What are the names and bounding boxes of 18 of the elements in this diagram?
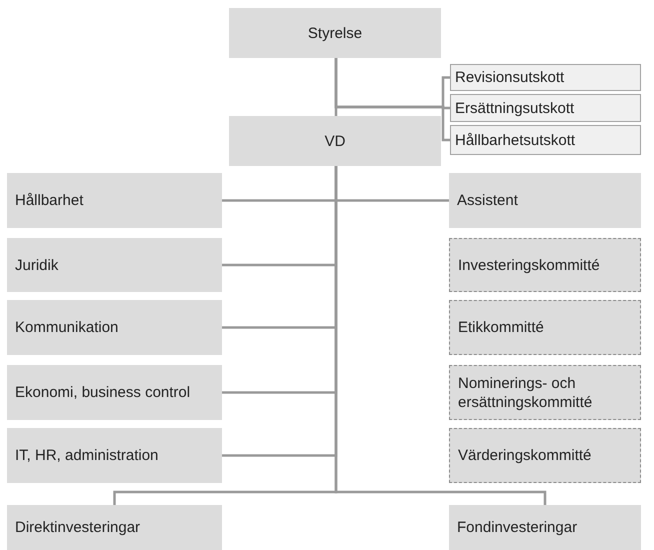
org-box: Hållbarhetsutskott [450,125,641,155]
org-box: Revisionsutskott [450,64,641,91]
org-box: Kommunikation [7,300,222,355]
org-box: IT, HR, administration [7,428,222,483]
org-box: Investeringskommitté [449,238,641,292]
org-box: VD [229,116,441,166]
org-box: Direktinvesteringar [7,505,222,550]
connector-line [334,58,450,142]
org-box: Värderingskommitté [449,428,641,483]
org-box: Ersättningsutskott [450,94,641,122]
org-box: Nominerings- och ersättningskommitté [449,365,641,420]
org-box: Etikkommitté [449,300,641,355]
org-box: Hållbarhet [7,173,222,228]
org-box: Styrelse [229,8,441,58]
org-box: Assistent [449,173,641,228]
org-box: Juridik [7,238,222,292]
org-box: Fondinvesteringar [449,505,641,550]
org-box: Ekonomi, business control [7,365,222,420]
